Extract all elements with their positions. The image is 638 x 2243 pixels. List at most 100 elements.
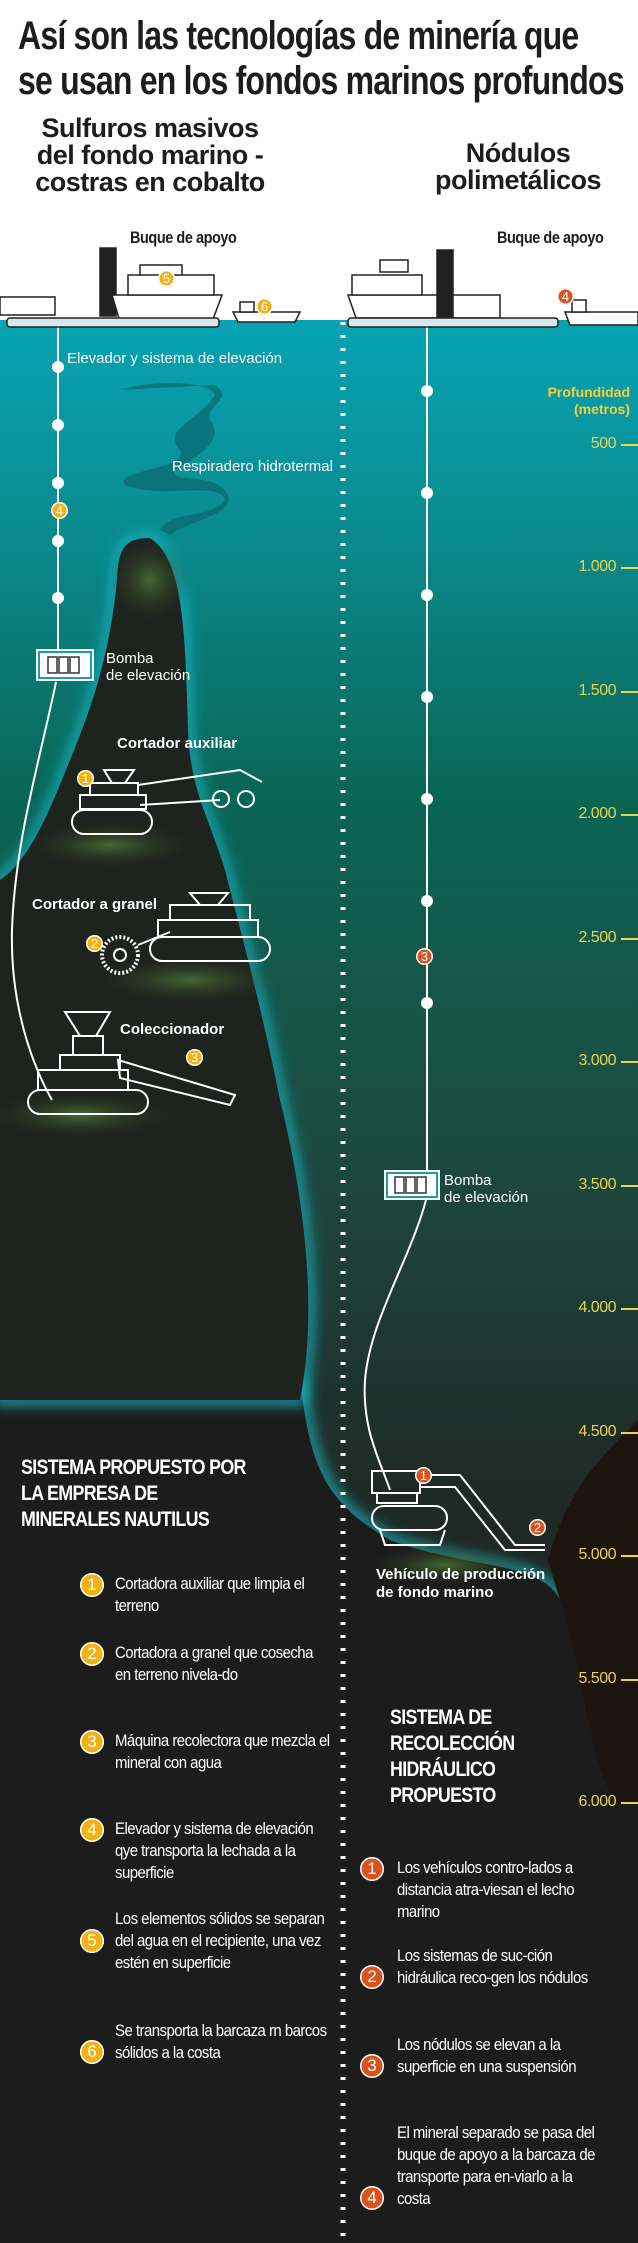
depth-tick-mark <box>621 690 638 693</box>
depth-tick-mark <box>621 1061 638 1063</box>
right-subtitle-line: polimetálicos <box>434 165 602 195</box>
right-subtitle: Nódulos polimetálicos <box>408 140 628 194</box>
number-badge: 6 <box>80 2040 104 2064</box>
right-lift-pump-icon <box>384 1170 440 1200</box>
riser-label: Elevador y sistema de elevación <box>67 350 283 367</box>
right-pump-label: Bomba de elevación <box>444 1172 528 1206</box>
pump-label-line: de elevación <box>444 1189 529 1206</box>
seafloor-production-vehicle <box>371 1470 545 1551</box>
pump-label-line: Bomba <box>444 1172 492 1189</box>
vehicle-badge-1: 1 <box>415 1467 432 1484</box>
trench <box>0 1375 638 2243</box>
legend-item-text: Los elementos sólidos se separan del agu… <box>115 1909 325 1972</box>
depth-tick: 1.500 <box>558 682 638 707</box>
depth-tick-label: 4.000 <box>578 1299 616 1316</box>
riser-badge-4: 4 <box>51 502 68 519</box>
title-line-1: Así son las tecnologías de minería que <box>18 14 579 58</box>
vehicle-label-line: Vehículo de producción <box>376 1566 546 1583</box>
badge-3: 3 <box>186 1049 203 1066</box>
vehicle-badge-2: 2 <box>529 1519 546 1536</box>
heading-line: RECOLECCIÓN <box>390 1732 515 1755</box>
depth-tick: 3.000 <box>558 1052 638 1077</box>
heading-line: SISTEMA DE <box>390 1706 492 1729</box>
number-badge: 4 <box>80 1818 104 1842</box>
depth-tick-label: 3.500 <box>578 1175 616 1193</box>
depth-tick-mark <box>621 1678 638 1681</box>
depth-tick-mark <box>621 567 638 569</box>
right-riser-badge-3: 3 <box>416 948 433 965</box>
depth-tick-label: 1.500 <box>578 681 616 699</box>
depth-tick: 2.000 <box>558 805 638 830</box>
depth-tick-mark <box>621 814 638 816</box>
depth-tick-label: 500 <box>590 434 617 452</box>
depth-axis-title: Profundidad (metros) <box>548 384 630 418</box>
number-badge: 3 <box>80 1730 104 1754</box>
depth-tick-label: 1.000 <box>578 558 616 575</box>
number-badge: 4 <box>360 2186 384 2210</box>
depth-tick-mark <box>621 443 638 446</box>
auxiliary-cutter-label: Cortador auxiliar <box>117 735 238 752</box>
right-ship-label: Buque de apoyo <box>497 228 604 247</box>
barge-badge-6: 6 <box>256 298 273 315</box>
depth-tick: 6.000 <box>558 1793 638 1818</box>
depth-tick: 5.000 <box>558 1546 638 1571</box>
right-ship-badge-4: 4 <box>557 288 574 305</box>
title-line-2: se usan en los fondos marinos profundos <box>18 59 625 103</box>
heading-line: MINERALES NAUTILUS <box>21 1508 210 1531</box>
pump-label-line: de elevación <box>106 667 191 684</box>
depth-tick: 1.000 <box>558 558 638 583</box>
collector-label: Coleccionador <box>120 1021 225 1038</box>
depth-tick-label: 2.000 <box>578 805 616 822</box>
number-badge: 1 <box>360 1857 384 1881</box>
left-riser-joints <box>52 361 64 604</box>
seamount <box>0 532 520 1585</box>
page-title: Así son las tecnologías de minería que s… <box>18 14 625 104</box>
left-subtitle-line: costras en cobalto <box>35 167 265 197</box>
badge-2: 2 <box>86 935 103 952</box>
hydrothermal-plume <box>120 383 229 535</box>
heading-line: LA EMPRESA DE <box>21 1482 158 1505</box>
number-badge: 1 <box>80 1573 104 1597</box>
left-subtitle-line: del fondo marino - <box>36 140 264 170</box>
depth-tick: 500 <box>558 435 638 460</box>
right-riser-pipe <box>363 325 428 1491</box>
legend-item-text: Los vehículos contro-lados a distancia a… <box>397 1858 575 1921</box>
heading-line: HIDRÁULICO <box>390 1758 496 1781</box>
depth-tick-mark <box>621 1555 638 1557</box>
right-riser-joints <box>421 385 433 1009</box>
depth-tick: 5.500 <box>558 1670 638 1695</box>
legend-item-text: Máquina recolectora que mezcla el minera… <box>115 1731 330 1772</box>
left-ship-label: Buque de apoyo <box>130 228 237 247</box>
legend-item-text: Los sistemas de suc-ción hidráulica reco… <box>397 1946 588 1987</box>
bulk-cutter-machine <box>100 892 271 975</box>
depth-tick-label: 3.000 <box>578 1052 616 1069</box>
depth-tick: 4.500 <box>558 1423 638 1448</box>
left-ship-badge-5: 5 <box>158 270 175 287</box>
badge-1: 1 <box>77 770 94 787</box>
depth-tick-mark <box>621 1184 638 1187</box>
collector-machine <box>27 1011 237 1115</box>
number-badge: 2 <box>80 1642 104 1666</box>
pump-label-line: Bomba <box>106 650 154 667</box>
heading-line: PROPUESTO <box>390 1784 496 1807</box>
number-badge: 2 <box>360 1965 384 1989</box>
legend-item-text: Cortadora auxiliar que limpia el terreno <box>115 1574 305 1615</box>
legend-item-text: Cortadora a granel que cosecha en terren… <box>115 1643 313 1684</box>
legend-item-text: Los nódulos se elevan a la superficie en… <box>397 2035 577 2076</box>
depth-title-line: (metros) <box>573 401 630 417</box>
depth-tick-label: 4.500 <box>578 1422 616 1440</box>
depth-tick-label: 2.500 <box>578 928 616 946</box>
bulk-cutter-label: Cortador a granel <box>32 896 158 913</box>
auxiliary-cutter-machine <box>71 768 263 835</box>
left-legend-heading: SISTEMA PROPUESTO POR LA EMPRESA DE MINE… <box>21 1455 246 1533</box>
depth-tick-mark <box>621 937 638 940</box>
depth-tick: 2.500 <box>558 929 638 954</box>
depth-tick-mark <box>621 1802 638 1804</box>
depth-tick-label: 5.500 <box>578 1669 616 1687</box>
number-badge: 3 <box>360 2054 384 2078</box>
depth-tick-mark <box>621 1308 638 1310</box>
depth-tick-mark <box>621 1431 638 1434</box>
left-subtitle-line: Sulfuros masivos <box>41 113 259 143</box>
vent-label: Respiradero hidrotermal <box>172 458 333 475</box>
